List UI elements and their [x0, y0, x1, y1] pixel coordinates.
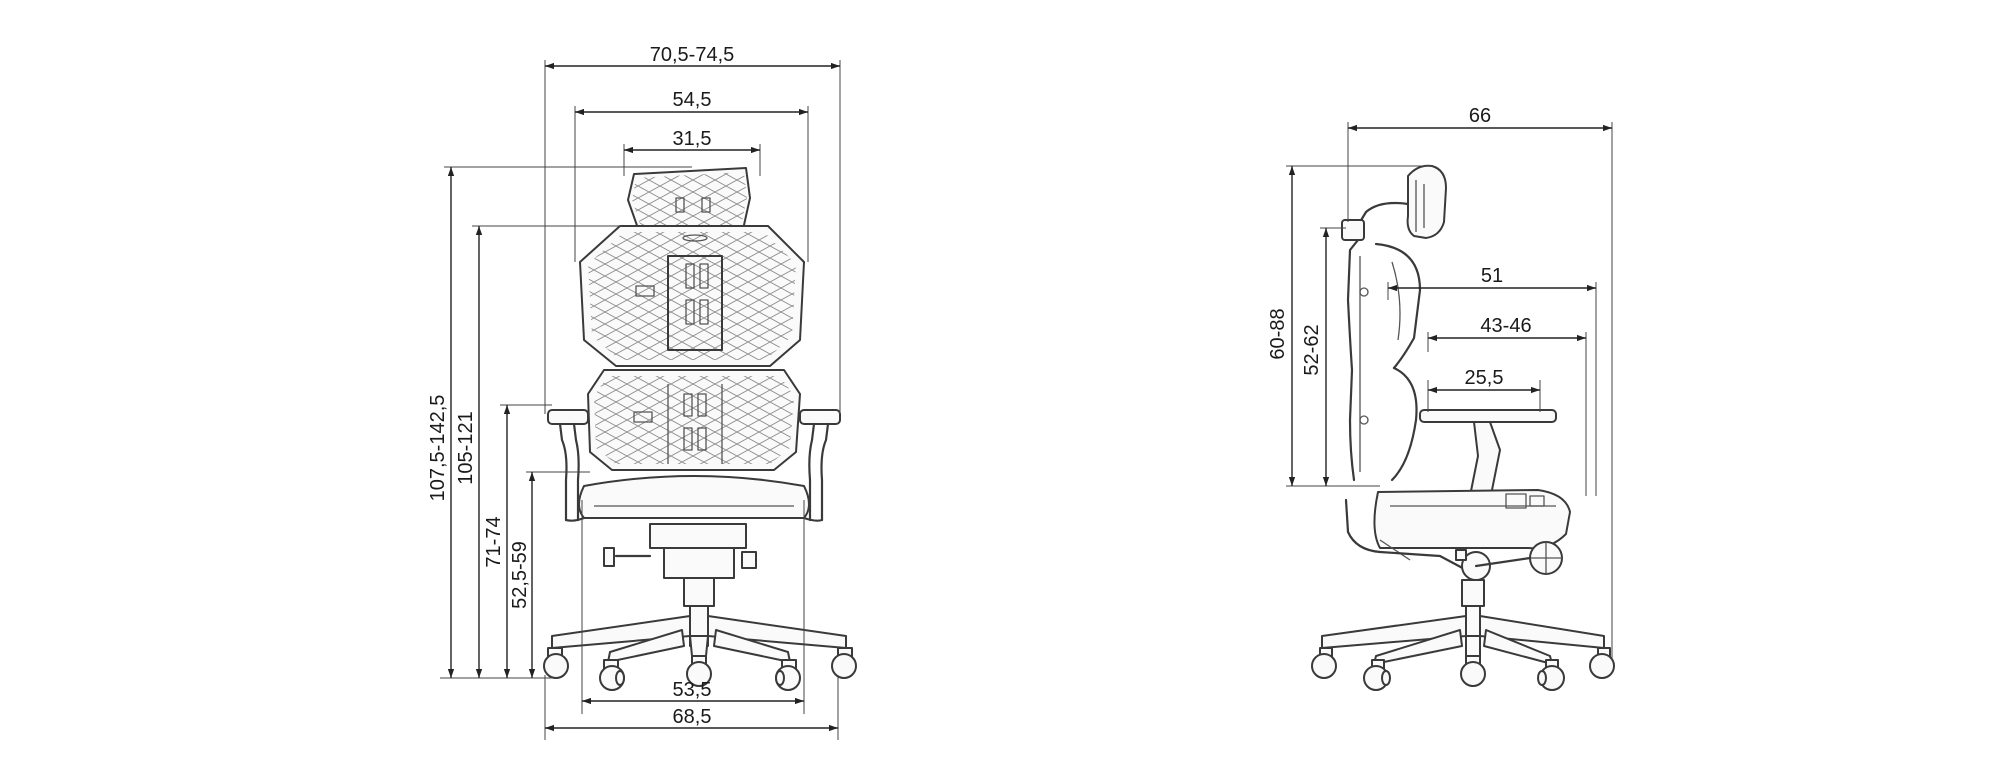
side-backrest-height-label: 60-88 [1267, 308, 1289, 359]
front-overall-height-label: 107,5-142,5 [427, 395, 449, 502]
front-base-width-label: 68,5 [673, 706, 712, 728]
side-view: 66 51 43-46 25,5 60-88 52-62 [1267, 105, 1615, 691]
side-extension-lines [1286, 122, 1613, 660]
front-headrest-width-label: 31,5 [673, 128, 712, 150]
front-upper-backrest [579, 225, 805, 367]
front-backrest-top-height-label: 105-121 [455, 411, 477, 484]
front-backrest-width-label: 54,5 [673, 89, 712, 111]
front-seat-width-label: 53,5 [673, 679, 712, 701]
side-overall-depth-label: 66 [1469, 105, 1491, 127]
front-dimension-lines [447, 62, 840, 732]
side-armrest-length-label: 25,5 [1465, 367, 1504, 389]
front-seat-height-label: 52,5-59 [509, 541, 531, 609]
side-mechanism [1378, 541, 1563, 581]
front-seat [564, 475, 824, 522]
side-backrest [1344, 238, 1422, 554]
side-seat-depth-label: 51 [1481, 265, 1503, 287]
front-headrest [627, 167, 751, 244]
front-dimension-labels: 70,5-74,5 54,5 31,5 107,5-142,5 105-121 … [427, 44, 734, 728]
side-casters [1311, 647, 1615, 691]
side-dimension-lines [1288, 124, 1612, 486]
front-overall-width-label: 70,5-74,5 [650, 44, 735, 66]
front-casters [543, 647, 857, 691]
front-armrests [547, 409, 841, 522]
side-backrest-inner-height-label: 52-62 [1301, 324, 1323, 375]
front-extension-lines [440, 60, 841, 740]
front-mechanism [603, 523, 757, 579]
side-seat [1373, 489, 1571, 561]
front-base [551, 615, 847, 663]
side-base [1321, 615, 1605, 665]
front-lower-backrest [587, 369, 801, 471]
side-headrest [1341, 164, 1447, 241]
front-armrest-height-label: 71-74 [483, 516, 505, 567]
side-seat-depth-adjust-label: 43-46 [1480, 315, 1531, 337]
front-view: 70,5-74,5 54,5 31,5 107,5-142,5 105-121 … [427, 44, 857, 740]
side-dimension-labels: 66 51 43-46 25,5 60-88 52-62 [1267, 105, 1532, 389]
